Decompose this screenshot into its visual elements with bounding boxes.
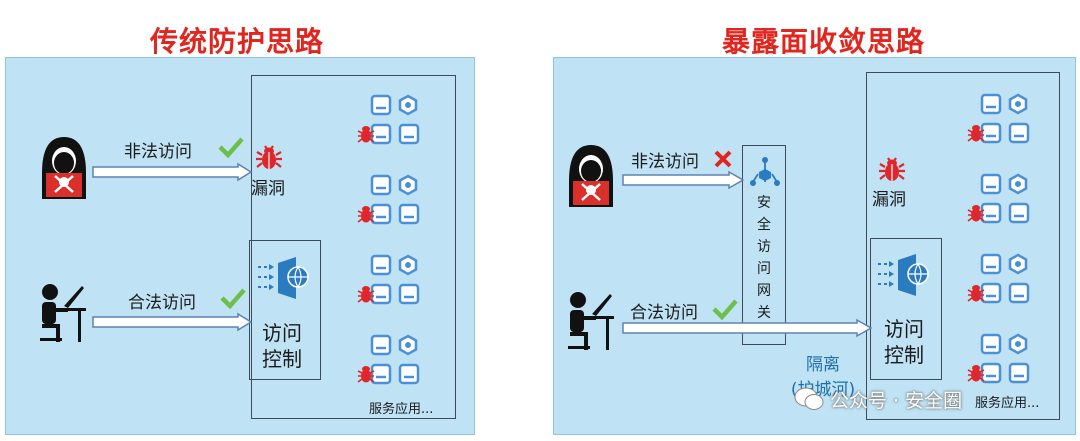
- left-services-label: 服务应用...: [369, 402, 434, 417]
- left-server-stack: [356, 94, 420, 385]
- wechat-icon: [794, 387, 824, 410]
- left-server-zone: [251, 75, 456, 419]
- right-server-zone: [866, 72, 1060, 420]
- gateway-char: 网: [757, 283, 771, 299]
- gateway-char: 关: [757, 305, 771, 321]
- gateway-icon: [750, 157, 780, 186]
- gateway-char: 安: [757, 195, 771, 211]
- right-legal-label: 合法访问: [630, 303, 698, 323]
- right-vulnerability-label: 漏洞: [872, 190, 906, 210]
- right-services-label: 服务应用...: [975, 396, 1040, 411]
- watermark-text: 公众号 · 安全圈: [830, 390, 963, 412]
- gateway-label: 安 全 访 问 网 关: [752, 192, 776, 324]
- right-legal-check-icon: [712, 299, 738, 321]
- right-hacker-icon: [569, 145, 613, 207]
- left-access-control-label-1: 访问: [262, 321, 302, 345]
- left-legal-arrow: [92, 312, 253, 332]
- left-access-control-icon: [258, 257, 309, 299]
- right-legal-arrow: [622, 318, 873, 338]
- right-illegal-arrow: [622, 170, 745, 190]
- right-access-control-label-2: 控制: [884, 343, 924, 367]
- gateway-char: 全: [757, 217, 771, 233]
- left-illegal-label: 非法访问: [124, 142, 192, 162]
- left-legal-label: 合法访问: [128, 293, 196, 313]
- left-vulnerability-bug-icon: [256, 145, 282, 169]
- right-title: 暴露面收敛思路: [722, 25, 926, 58]
- right-access-control-icon: [878, 254, 929, 296]
- right-access-control-box: [870, 238, 942, 380]
- user-at-desk-icon: [40, 284, 86, 342]
- right-illegal-cross-icon: [714, 150, 732, 168]
- left-access-control-label-2: 控制: [262, 347, 302, 371]
- gateway-char: 问: [757, 261, 771, 277]
- right-gateway-box: [742, 145, 786, 345]
- right-illegal-label: 非法访问: [631, 152, 699, 172]
- hacker-icon: [42, 137, 86, 199]
- right-server-stack: [966, 93, 1030, 384]
- left-access-control-box: [249, 240, 321, 380]
- right-vulnerability-bug-icon: [879, 157, 905, 181]
- left-illegal-check-icon: [218, 137, 244, 159]
- left-legal-check-icon: [220, 288, 246, 310]
- left-title: 传统防护思路: [150, 25, 325, 58]
- left-panel: [5, 57, 475, 435]
- gateway-char: 访: [757, 239, 771, 255]
- right-access-control-label-1: 访问: [884, 317, 924, 341]
- isolation-label: 隔离: [806, 355, 840, 375]
- left-illegal-arrow: [92, 162, 253, 182]
- right-user-at-desk-icon: [568, 292, 614, 350]
- left-vulnerability-label: 漏洞: [251, 179, 285, 199]
